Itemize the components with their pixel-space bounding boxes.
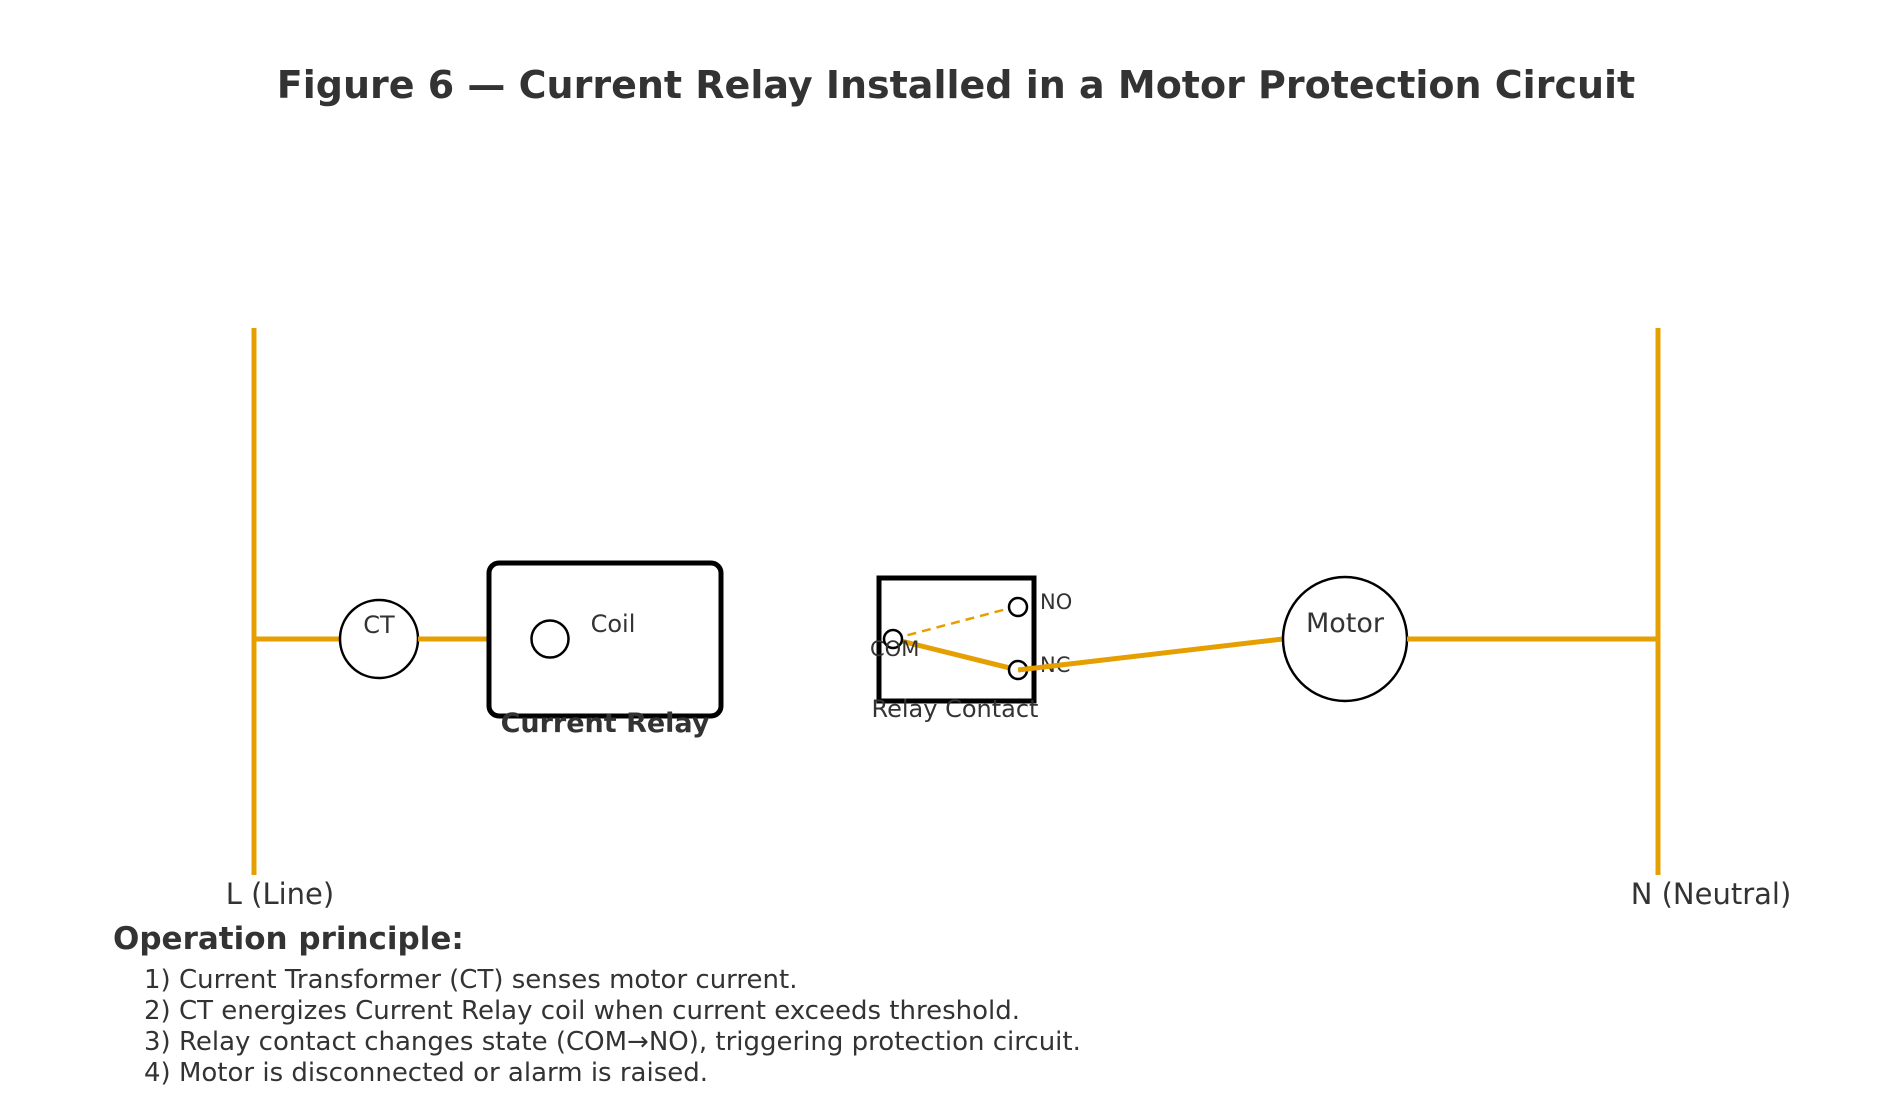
principle-heading: Operation principle: [113,921,464,957]
principle-step: 1) Current Transformer (CT) senses motor… [144,965,797,995]
no-terminal [1007,596,1029,618]
principle-step: 3) Relay contact changes state (COM→NO),… [144,1027,1081,1057]
current-relay-label: Current Relay [501,708,710,739]
figure-title: Figure 6 — Current Relay Installed in a … [277,63,1635,107]
com-to-nc-link [892,636,1019,673]
current-relay-box [486,560,724,719]
relay-contact-box [876,575,1037,704]
com-terminal [882,628,904,650]
no-terminal-label: NO [1040,590,1072,614]
relay-contact-label: Relay Contact [872,695,1039,723]
motor-symbol [1281,575,1409,703]
com-terminal-label: COM [870,637,919,661]
wire-nc-to-motor [1017,636,1284,673]
relay-coil-symbol [530,619,570,659]
principle-step: 2) CT energizes Current Relay coil when … [144,996,1020,1026]
line-rail-label: L (Line) [226,877,334,911]
motor-label: Motor [1306,608,1385,639]
neutral-rail-label: N (Neutral) [1631,877,1792,911]
ct-label: CT [363,611,395,639]
principle-step: 4) Motor is disconnected or alarm is rai… [144,1058,708,1088]
com-to-no-dashed-link [892,604,1019,641]
relay-coil-label: Coil [591,610,636,638]
